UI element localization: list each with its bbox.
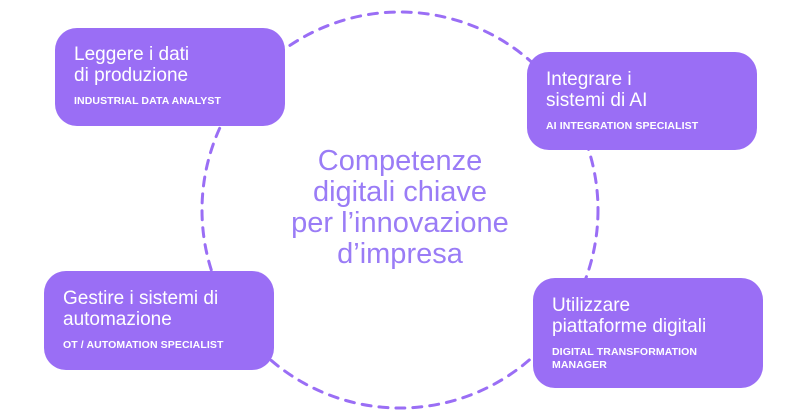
- card-role: DIGITAL TRANSFORMATION MANAGER: [552, 346, 698, 371]
- card-digital-transformation-manager: Utilizzare piattaforme digitali DIGITAL …: [533, 278, 763, 388]
- card-title: Integrare i sistemi di AI: [546, 69, 648, 111]
- card-ai-integration-specialist: Integrare i sistemi di AI AI INTEGRATION…: [527, 52, 757, 150]
- card-role: AI INTEGRATION SPECIALIST: [546, 120, 699, 132]
- card-title: Utilizzare piattaforme digitali: [552, 295, 707, 337]
- card-title: Leggere i dati di produzione: [74, 44, 190, 86]
- card-industrial-data-analyst: Leggere i dati di produzione INDUSTRIAL …: [55, 28, 285, 126]
- card-automation-specialist: Gestire i sistemi di automazione OT / AU…: [44, 271, 274, 370]
- card-role: INDUSTRIAL DATA ANALYST: [74, 95, 221, 107]
- diagram-title: Competenze digitali chiave per l’innovaz…: [291, 145, 509, 270]
- card-title: Gestire i sistemi di automazione: [63, 288, 219, 330]
- card-role: OT / AUTOMATION SPECIALIST: [63, 339, 224, 351]
